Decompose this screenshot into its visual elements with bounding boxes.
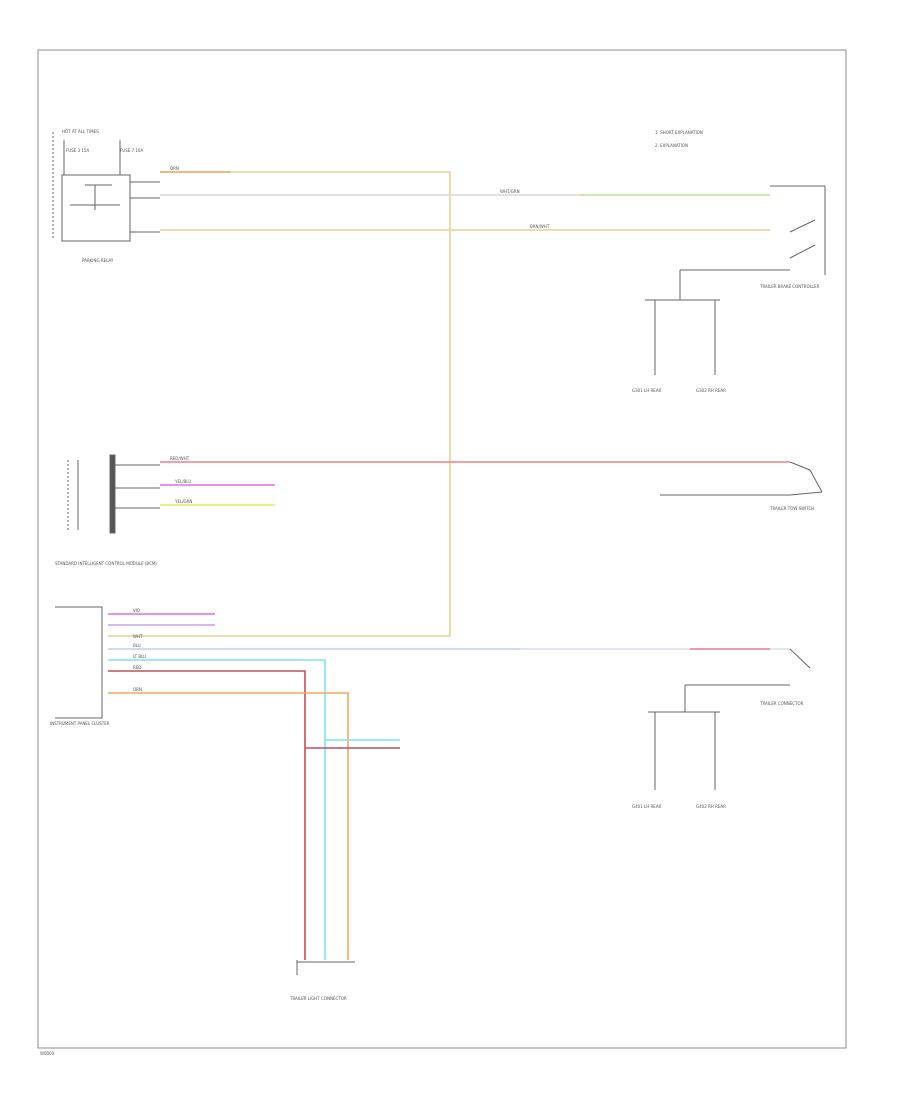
diagram-frame bbox=[37, 49, 847, 1049]
wire-label-blu: BLU bbox=[133, 643, 141, 648]
top-wires bbox=[108, 171, 770, 637]
wire-label-red: RED bbox=[133, 665, 141, 670]
switch-mid bbox=[789, 461, 823, 496]
wire-label-whtgrn: WHT/GRN bbox=[500, 189, 520, 194]
ground-label-g4: G402 RH REAR bbox=[696, 804, 726, 809]
mid-wires bbox=[160, 461, 790, 506]
wire-label-orn-low: ORN bbox=[133, 687, 142, 692]
relay-label: PARKING RELAY bbox=[82, 258, 114, 263]
bottom-connector bbox=[296, 960, 355, 975]
bcm-label: STANDARD INTELLIGENT CONTROL MODULE (BCM… bbox=[55, 561, 157, 566]
tan-wire-vertical bbox=[108, 171, 451, 637]
ipc-label: INSTRUMENT PANEL CLUSTER bbox=[50, 721, 110, 726]
lower-wires bbox=[108, 613, 790, 960]
switch-mid-label: TRAILER TOW SWITCH bbox=[769, 506, 814, 511]
wire-label-orn-top: ORN bbox=[170, 166, 179, 171]
switch-lower-label: TRAILER CONNECTOR bbox=[759, 701, 804, 706]
cyan-wire-low bbox=[108, 659, 326, 960]
wire-label-yelgrn: YEL/GRN bbox=[174, 499, 192, 504]
wire-label-yelblu: YEL/BLU bbox=[174, 479, 191, 484]
wire-label-ltblu: LT BLU bbox=[133, 654, 146, 659]
legend-line-1: 1. SHORT EXPLANATION bbox=[655, 130, 703, 135]
switch-upper-label: TRAILER BRAKE CONTROLLER bbox=[759, 284, 820, 289]
red-wire-low bbox=[108, 670, 306, 960]
switch-upper bbox=[645, 185, 826, 375]
ground-label-g3: G401 LH REAR bbox=[632, 804, 662, 809]
ipc-connector bbox=[55, 606, 103, 719]
wire-label-vio: VIO bbox=[133, 608, 140, 613]
fuse-a-label: FUSE 3 15A bbox=[66, 148, 89, 153]
orange-wire-low bbox=[108, 692, 349, 960]
fuse-b-label: FUSE 7 10A bbox=[120, 148, 143, 153]
wire-label-wht: WHT bbox=[133, 634, 143, 639]
bcm-connector bbox=[67, 454, 160, 534]
ground-label-g1: G301 LH REAR bbox=[632, 388, 662, 393]
hot-at-all-times-label: HOT AT ALL TIMES bbox=[62, 129, 99, 134]
switch-lower bbox=[648, 648, 811, 790]
ground-label-g2: G302 RH REAR bbox=[696, 388, 726, 393]
wire-label-brnwht: BRN/WHT bbox=[530, 224, 550, 229]
fuse-relay-block bbox=[52, 132, 160, 242]
wire-label-redwht: RED/WHT bbox=[170, 456, 190, 461]
footer-code: W0000 bbox=[40, 1051, 55, 1056]
legend-line-2: 2. EXPLANATION bbox=[655, 143, 688, 148]
connector-bottom-label: TRAILER LIGHT CONNECTOR bbox=[289, 996, 347, 1001]
